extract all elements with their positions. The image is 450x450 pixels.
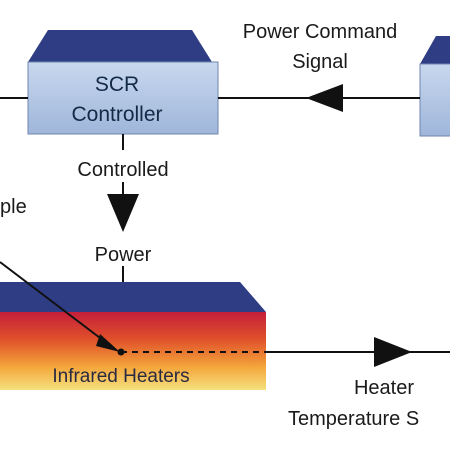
heater-temperature-label-1: Heater xyxy=(354,377,414,399)
power-command-arrow xyxy=(306,84,343,112)
power-command-label-1: Power Command xyxy=(243,21,398,43)
heater-temperature-label-2: Temperature S xyxy=(288,408,419,430)
controlled-power-label-2: Power xyxy=(95,244,152,266)
scr-controller-face xyxy=(27,61,219,135)
scr-controller-label-2: Controller xyxy=(71,103,162,126)
controlled-power-label-1: Controlled xyxy=(77,159,168,181)
heater-temperature-arrow xyxy=(374,337,412,367)
thermocouple-line xyxy=(0,261,109,345)
thermocouple-label: ple xyxy=(0,196,27,218)
power-command-label-2: Signal xyxy=(292,51,348,73)
thermocouple-edge xyxy=(0,261,266,356)
power-command-edge: Power Command Signal xyxy=(218,21,420,112)
scr-controller-label-1: SCR xyxy=(95,73,139,96)
controlled-power-edge: Controlled Power xyxy=(77,134,169,282)
scr-controller-node: SCR Controller xyxy=(27,30,219,135)
scr-controller-top xyxy=(28,30,212,62)
infrared-heaters-node: Infrared Heaters xyxy=(0,282,266,390)
infrared-heaters-top xyxy=(0,282,266,312)
right-controller-face xyxy=(419,63,450,137)
thermocouple-arrow xyxy=(96,334,120,352)
heater-temperature-edge: Heater Temperature S xyxy=(266,337,450,430)
right-controller-node xyxy=(419,36,450,137)
controlled-power-arrow xyxy=(107,194,139,232)
infrared-heaters-label: Infrared Heaters xyxy=(52,366,189,387)
right-controller-top xyxy=(420,36,450,64)
